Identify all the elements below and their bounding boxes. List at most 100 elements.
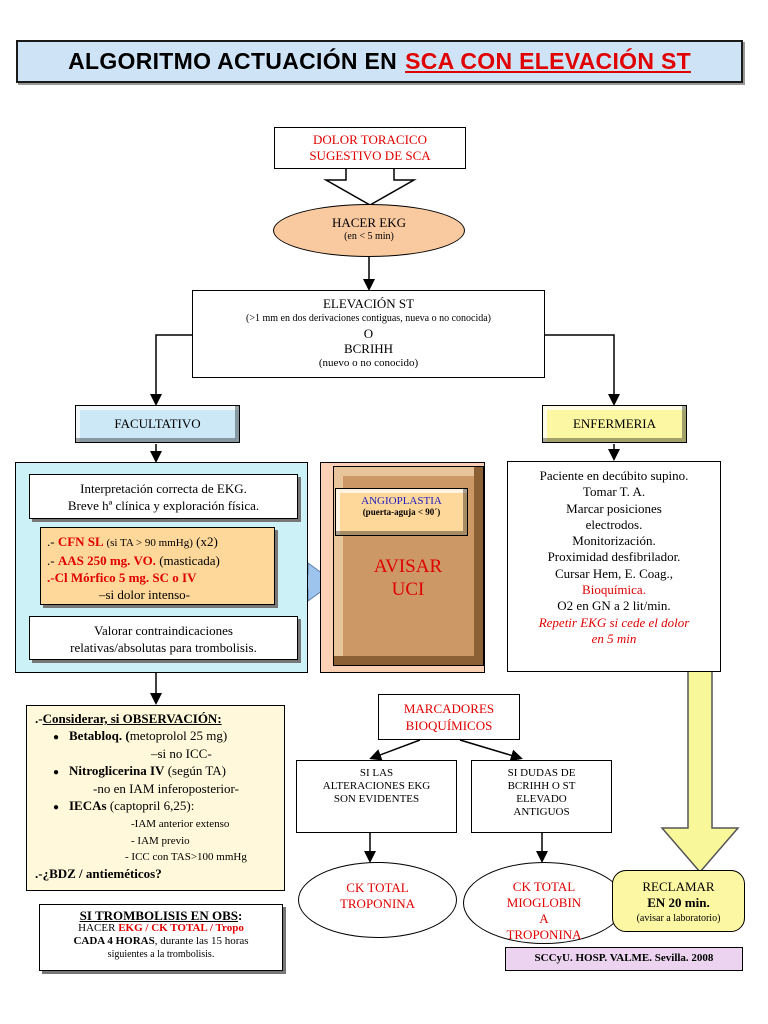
obs-b1-paren: ( (122, 727, 130, 743)
ck1-l2: TROPONINA (339, 896, 416, 911)
obs-b2: Nitroglicerina IV (69, 762, 165, 778)
angio-title: ANGIOPLASTIA (361, 495, 442, 507)
ck2-l2: MIOGLOBIN (506, 895, 582, 910)
reclamar-l1: RECLAMAR (642, 879, 715, 894)
yellow-down-arrow (660, 659, 740, 874)
med-cfn-name: CFN SL (57, 534, 104, 549)
trombo-l3-rest: , durante las 15 horas (154, 935, 249, 947)
obs-item-betabloq: ●Betabloq. (metoprolol 25 mg) (35, 728, 284, 747)
enf-l3: Marcar posiciones (566, 500, 662, 516)
reclamar-l2: EN 20 min. (647, 895, 710, 910)
med-cfn-dose: (x2) (192, 534, 218, 549)
valorar-line2: relativas/absolutas para trombolisis. (70, 640, 257, 655)
obs-item-nitro: ●Nitroglicerina IV (según TA) (35, 763, 284, 782)
reclamar-l3: (avisar a laboratorio) (636, 913, 721, 924)
si-dudas-box: SI DUDAS DE BCRIHH O ST ELEVADO ANTIGUOS (471, 760, 612, 833)
dolor-line1: DOLOR TORACICO (312, 132, 427, 147)
trombo-head-text: SI TROMBOLISIS EN OBS (79, 908, 238, 923)
obs-bdz: .-¿BDZ / antieméticos? (35, 865, 162, 881)
enf-l8: Bioquímica. (582, 582, 646, 598)
med-cfn-prefix: .- (47, 534, 58, 549)
valorar-box: Valorar contraindicaciones relativas/abs… (29, 616, 298, 660)
trombo-head-colon: : (238, 908, 243, 923)
trombo-l2-pre: HACER (78, 922, 119, 934)
trombo-head: SI TROMBOLISIS EN OBS: (40, 909, 282, 922)
obs-head-text: Considerar, si OBSERVACIÓN: (42, 711, 222, 726)
elevacion-line3: O (363, 326, 374, 341)
si-las-l1: SI LAS (359, 767, 394, 779)
obs-item-iecas: ●IECAs (captopril 6,25): (35, 798, 284, 817)
angio-sub: (puerta-aguja < 90´) (362, 507, 441, 517)
arrow-elevacion-enfermeria (545, 334, 620, 406)
interp-box: Interpretación correcta de EKG. Breve hª… (29, 474, 298, 519)
si-dudas-l1: SI DUDAS DE (507, 767, 576, 779)
enf-l5: Monitorización. (572, 533, 656, 549)
med-aas-name: AAS 250 mg. VO. (57, 553, 156, 568)
ck2-l4: TROPONINA (506, 927, 582, 942)
enfermeria-label: ENFERMERIA (542, 405, 687, 443)
trombolisis-box: SI TROMBOLISIS EN OBS: HACER EKG / CK TO… (39, 904, 283, 971)
trombo-l2-red: EKG / CK TOTAL / Tropo (118, 922, 244, 934)
ekg-sub: (en < 5 min) (344, 231, 394, 242)
obs-b1-note: –si no ICC- (151, 746, 212, 761)
trombo-l3: CADA 4 HORAS, durante las 15 horas (40, 935, 282, 948)
med-aas-prefix: .- (47, 553, 58, 568)
obs-b3-n1: -IAM anterior extenso (131, 818, 230, 830)
obs-b3-n3: - ICC con TAS>100 mmHg (125, 851, 247, 863)
ck2-l3: A (539, 911, 549, 926)
si-dudas-l2: BCRIHH O ST (507, 780, 576, 792)
valorar-line1: Valorar contraindicaciones (94, 623, 233, 638)
enfermeria-box: Paciente en decúbito supino. Tomar T. A.… (507, 461, 721, 672)
footer-credit: SCCyU. HOSP. VALME. Sevilla. 2008 (505, 947, 743, 971)
marcadores-line2: BIOQUÍMICOS (405, 718, 493, 733)
si-dudas-l4: ANTIGUOS (513, 806, 570, 818)
elevacion-line2: (>1 mm en dos derivaciones contiguas, nu… (245, 313, 491, 324)
interp-line1: Interpretación correcta de EKG. (80, 481, 247, 496)
angioplastia-box: ANGIOPLASTIA (puerta-aguja < 90´) (335, 488, 468, 536)
bullet-icon: ● (53, 731, 60, 743)
arrow-marcadores-right (459, 739, 523, 762)
med-morfico: .-Cl Mórfico 5 mg. SC o IV (47, 569, 274, 586)
enf-l2: Tomar T. A. (582, 484, 646, 500)
med-morfico-name: Cl Mórfico 5 mg. SC o IV (54, 570, 197, 585)
trombo-l2: HACER EKG / CK TOTAL / Tropo (40, 922, 282, 935)
dolor-hollow-arrow (323, 166, 417, 206)
bullet-icon: ● (53, 801, 60, 813)
avisar-uci: AVISAR UCI (343, 555, 473, 601)
med-morfico-prefix: .- (47, 570, 55, 585)
med-morfico-note: –si dolor intenso- (99, 587, 190, 602)
meds-box: .- CFN SL (si TA > 90 mmHg) (x2) .- AAS … (40, 527, 275, 605)
elevacion-box: ELEVACIÓN ST (>1 mm en dos derivaciones … (192, 290, 545, 378)
page-title: ALGORITMO ACTUACIÓN EN SCA CON ELEVACIÓN… (16, 40, 743, 83)
obs-head-prefix: .- (35, 711, 43, 726)
ck-mioglobina-oval: CK TOTAL MIOGLOBIN A TROPONINA (463, 862, 625, 944)
med-cfn: .- CFN SL (si TA > 90 mmHg) (x2) (47, 533, 274, 552)
med-cfn-cond: (si TA > 90 mmHg) (103, 537, 193, 549)
enf-l6: Proximidad desfibrilador. (547, 549, 681, 565)
si-las-l3: SON EVIDENTES (333, 793, 420, 805)
facultativo-label: FACULTATIVO (75, 405, 240, 443)
title-main: ALGORITMO ACTUACIÓN EN (68, 48, 398, 74)
med-aas-note: (masticada) (155, 553, 220, 568)
dolor-box: DOLOR TORACICO SUGESTIVO DE SCA (274, 127, 466, 169)
ekg-oval: HACER EKG (en < 5 min) (273, 204, 465, 257)
observacion-box: .-Considerar, si OBSERVACIÓN: ● Betabloq.… (26, 705, 285, 891)
trombo-l3-bold: CADA 4 HORAS (73, 935, 155, 947)
si-las-box: SI LAS ALTERACIONES EKG SON EVIDENTES (296, 760, 457, 833)
title-accent: SCA CON ELEVACIÓN ST (405, 48, 691, 74)
enf-l7: Cursar Hem, E. Coag., (554, 565, 674, 581)
arrow-marcadores-left (369, 739, 421, 761)
avisar-line2: UCI (391, 579, 425, 600)
elevacion-line4: BCRIHH (343, 341, 394, 356)
obs-b1: Betabloq. (69, 727, 123, 743)
obs-b2-note: -no en IAM inferoposterior- (93, 781, 239, 796)
si-las-l2: ALTERACIONES EKG (322, 780, 431, 792)
obs-b3-sub: (captopril 6,25): (106, 797, 195, 813)
ck2-l1: CK TOTAL (512, 879, 576, 894)
obs-b2-sub: (según TA) (164, 762, 226, 778)
enf-l10: Repetir EKG si cede el dolor (538, 614, 690, 630)
si-dudas-l3: ELEVADO (516, 793, 567, 805)
enf-l1: Paciente en decúbito supino. (539, 468, 689, 483)
obs-head: .-Considerar, si OBSERVACIÓN: (35, 711, 284, 728)
